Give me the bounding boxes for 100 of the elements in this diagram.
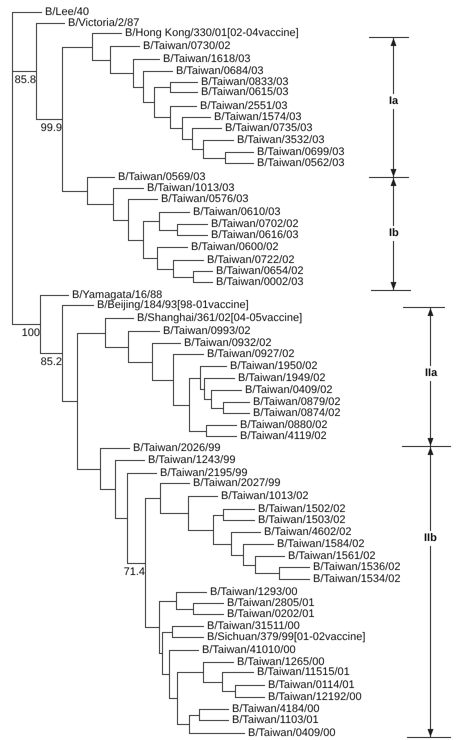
branch-line [212, 515, 224, 516]
branch-line [192, 614, 224, 615]
branch-line [160, 483, 190, 484]
branch-junction-line [162, 632, 163, 675]
taxon-label: B/Taiwan/0654/02 [216, 265, 304, 277]
branch-line [132, 87, 144, 88]
branch-line [188, 378, 202, 379]
branch-junction-line [177, 672, 178, 725]
branch-line [202, 140, 234, 141]
branch-junction-line [110, 46, 111, 74]
taxon-label: B/Taiwan/0880/02 [240, 419, 328, 431]
branch-junction-line [170, 106, 171, 129]
branch-line [212, 544, 232, 545]
branch-line [112, 220, 130, 221]
taxon-label: B/Taiwan/1502/02 [258, 503, 346, 515]
branch-line [254, 556, 286, 557]
taxon-label: B/Taiwan/0562/03 [257, 157, 344, 169]
branch-line [128, 331, 160, 332]
branch-line [188, 530, 214, 531]
taxon-label: B/Taiwan/4602/02 [264, 526, 352, 538]
taxon-label: B/Beijing/184/93[98-01vaccine] [97, 299, 249, 311]
branch-line [104, 347, 130, 348]
bootstrap-value: 99.9 [40, 123, 62, 134]
taxon-label: B/Taiwan/1265/00 [237, 656, 324, 668]
branch-line [62, 305, 94, 306]
branch-junction-line [225, 152, 226, 164]
clade-label: Ia [389, 94, 398, 109]
branch-junction-line [193, 603, 194, 615]
branch-junction-line [128, 331, 129, 363]
branch-junction-line [243, 544, 244, 566]
branch-line [242, 565, 256, 566]
branch-junction-line [204, 378, 205, 400]
bootstrap-value: 71.4 [124, 567, 145, 578]
branch-line [202, 682, 224, 683]
branch-line [12, 12, 42, 13]
branch-line [206, 425, 238, 426]
branch-line [222, 509, 256, 510]
branch-junction-line [40, 295, 41, 354]
branch-line [172, 405, 190, 406]
taxon-label: B/Taiwan/0699/03 [257, 146, 344, 158]
branch-line [192, 271, 214, 272]
branch-line [154, 87, 172, 88]
taxon-label: B/Taiwan/2551/03 [200, 100, 288, 112]
branch-line [158, 212, 190, 213]
branch-junction-line [133, 59, 134, 88]
taxon-label: B/Taiwan/1013/02 [221, 490, 308, 502]
taxon-label: B/Taiwan/0615/03 [201, 86, 288, 98]
taxon-label: B/Lee/40 [45, 6, 90, 18]
branch-line [242, 544, 274, 545]
taxon-label: B/Taiwan/1574/03 [214, 111, 302, 123]
branch-line [206, 436, 238, 437]
branch-line [230, 532, 262, 533]
taxon-label: B/Shanghai/361/02[04-05vaccine] [137, 312, 302, 324]
branch-line [158, 601, 178, 602]
branch-junction-line [173, 260, 174, 278]
branch-junction-line [213, 515, 214, 545]
taxon-label: B/Taiwan/0879/02 [253, 396, 340, 408]
taxon-label: B/Yamagata/16/88 [72, 289, 162, 301]
branch-line [40, 295, 70, 296]
branch-line [76, 333, 106, 334]
branch-line [182, 117, 212, 118]
taxon-label: B/Taiwan/1536/02 [313, 561, 400, 573]
taxon-label: B/Taiwan/1503/02 [258, 514, 346, 526]
branch-line [142, 71, 174, 72]
branch-junction-line [279, 567, 280, 580]
branch-junction-line [188, 496, 189, 531]
branch-line [176, 235, 208, 236]
taxon-label: B/Taiwan/0569/03 [118, 171, 206, 183]
taxon-label: B/Taiwan/1013/03 [147, 182, 234, 194]
branch-junction-line [145, 498, 146, 628]
branch-line [224, 163, 254, 164]
taxon-label: B/Taiwan/0002/03 [216, 276, 304, 288]
branch-line [160, 513, 190, 514]
taxon-label: B/Taiwan/2805/01 [227, 597, 314, 609]
branch-junction-line [100, 448, 101, 490]
branch-line [156, 247, 188, 248]
branch-line [142, 258, 158, 259]
branch-line [110, 73, 134, 74]
branch-junction-line [36, 23, 37, 120]
branch-line [176, 724, 190, 725]
branch-junction-line [206, 425, 207, 437]
taxon-label: B/Taiwan/0932/02 [184, 337, 272, 349]
branch-line [188, 715, 200, 716]
branch-line [192, 282, 214, 283]
branch-junction-line [159, 212, 160, 231]
branch-line [126, 563, 146, 564]
branch-line [158, 230, 178, 231]
branch-line [172, 637, 204, 638]
branch-line [278, 567, 310, 568]
branch-line [12, 324, 42, 325]
bootstrap-value: 85.2 [40, 357, 62, 368]
taxon-label: B/Taiwan/0684/03 [176, 65, 264, 77]
branch-junction-line [223, 509, 224, 521]
branch-line [100, 489, 116, 490]
taxon-label: B/Taiwan/2195/99 [160, 467, 248, 479]
branch-line [230, 555, 244, 556]
branch-line [170, 92, 198, 93]
branch-line [100, 448, 130, 449]
branch-junction-line [143, 71, 144, 103]
taxon-label: B/Taiwan/0202/01 [227, 608, 314, 620]
